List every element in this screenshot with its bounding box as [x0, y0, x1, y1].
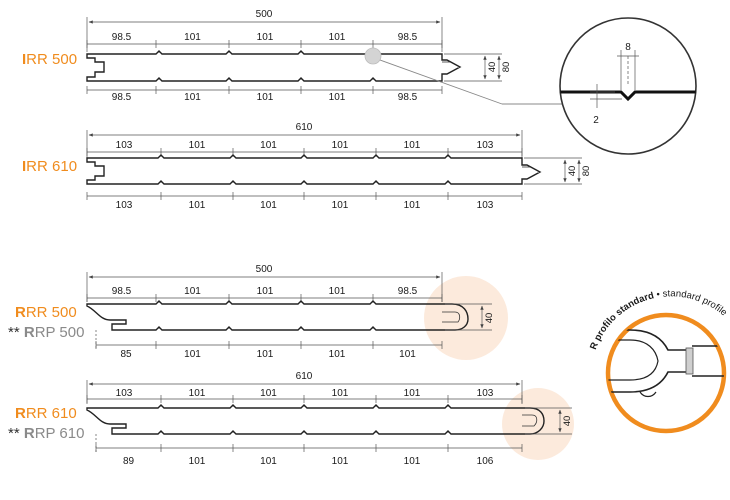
- segment-width-label: 101: [257, 349, 274, 360]
- segment-width-label: 98.5: [398, 32, 418, 43]
- segment-width-label: 101: [189, 200, 206, 211]
- panel-label: IRR 500: [22, 51, 77, 68]
- panel-sublabel: ** RRP 610: [8, 425, 84, 442]
- segment-width-label: 101: [257, 32, 274, 43]
- segment-width-label: 98.5: [112, 92, 132, 103]
- segment-width-label: 101: [184, 32, 201, 43]
- segment-width-label: 101: [189, 388, 206, 399]
- segment-width-label: 101: [404, 456, 421, 467]
- segment-width-label: 103: [116, 388, 133, 399]
- segment-width-label: 101: [329, 32, 346, 43]
- segment-dimensions: 103 101 101 101 101 103 89 101 101 101 101 106: [86, 388, 523, 467]
- standard-profile-detail: R profilo standard • standard profile: [588, 288, 729, 434]
- total-width-label: 500: [256, 264, 273, 275]
- segment-width-label: 103: [477, 388, 494, 399]
- segment-dimensions: 98.5 101 101 101 98.5 98.5 101 101 101 98.5: [86, 32, 443, 103]
- segment-width-label: 101: [260, 140, 277, 151]
- joint-highlight: [502, 388, 574, 460]
- segment-width-label: 98.5: [398, 286, 418, 297]
- groove-detail: 8 2: [559, 17, 697, 155]
- segment-width-label: 98.5: [398, 92, 418, 103]
- total-width-label: 610: [296, 122, 313, 133]
- segment-width-label: 101: [329, 92, 346, 103]
- segment-width-label: 103: [116, 200, 133, 211]
- segment-width-label: 101: [332, 140, 349, 151]
- segment-width-label: 101: [260, 456, 277, 467]
- segment-width-label: 101: [189, 456, 206, 467]
- height-label: 40: [484, 313, 495, 324]
- segment-width-label: 103: [477, 200, 494, 211]
- segment-width-label: 101: [184, 349, 201, 360]
- height-label: 40: [487, 62, 498, 73]
- segment-width-label: 98.5: [112, 286, 132, 297]
- segment-width-label: 98.5: [112, 32, 132, 43]
- segment-width-label: 85: [120, 349, 132, 360]
- segment-width-label: 101: [399, 349, 416, 360]
- segment-width-label: 101: [404, 140, 421, 151]
- segment-width-label: 101: [189, 140, 206, 151]
- segment-width-label: 103: [116, 140, 133, 151]
- segment-dimensions: 98.5 101 101 101 98.5 85 101 101 101 101: [86, 286, 443, 360]
- height-label: 80: [581, 166, 592, 177]
- zoom-marker: [364, 47, 382, 65]
- panel-sublabel: ** RRP 500: [8, 324, 84, 341]
- segment-width-label: 103: [477, 140, 494, 151]
- groove-width-label: 8: [625, 42, 631, 53]
- segment-width-label: 101: [257, 286, 274, 297]
- segment-width-label: 89: [123, 456, 135, 467]
- joint-highlight: [424, 276, 508, 360]
- panel-label: RRR 500: [15, 304, 77, 321]
- groove-depth-label: 2: [593, 115, 599, 126]
- segment-width-label: 101: [332, 456, 349, 467]
- height-label: 40: [562, 416, 573, 427]
- segment-width-label: 101: [329, 349, 346, 360]
- total-width-label: 500: [256, 9, 273, 20]
- total-width-label: 610: [296, 371, 313, 382]
- segment-width-label: 101: [260, 200, 277, 211]
- segment-width-label: 101: [184, 92, 201, 103]
- segment-width-label: 101: [332, 200, 349, 211]
- segment-width-label: 101: [184, 286, 201, 297]
- segment-width-label: 101: [332, 388, 349, 399]
- panel-irr500: IRR 500 500 98.5 101 101 101 98.5 98.5 101 101 1…: [22, 9, 567, 105]
- panel-label: IRR 610: [22, 158, 77, 175]
- panel-label: RRR 610: [15, 405, 77, 422]
- segment-width-label: 106: [477, 456, 494, 467]
- height-label: 40: [567, 166, 578, 177]
- segment-width-label: 101: [260, 388, 277, 399]
- segment-width-label: 101: [329, 286, 346, 297]
- segment-width-label: 101: [404, 200, 421, 211]
- segment-width-label: 101: [404, 388, 421, 399]
- height-label: 80: [501, 62, 512, 73]
- segment-dimensions: 103 101 101 101 101 103 103 101 101 101 101 103: [86, 140, 523, 211]
- segment-width-label: 101: [257, 92, 274, 103]
